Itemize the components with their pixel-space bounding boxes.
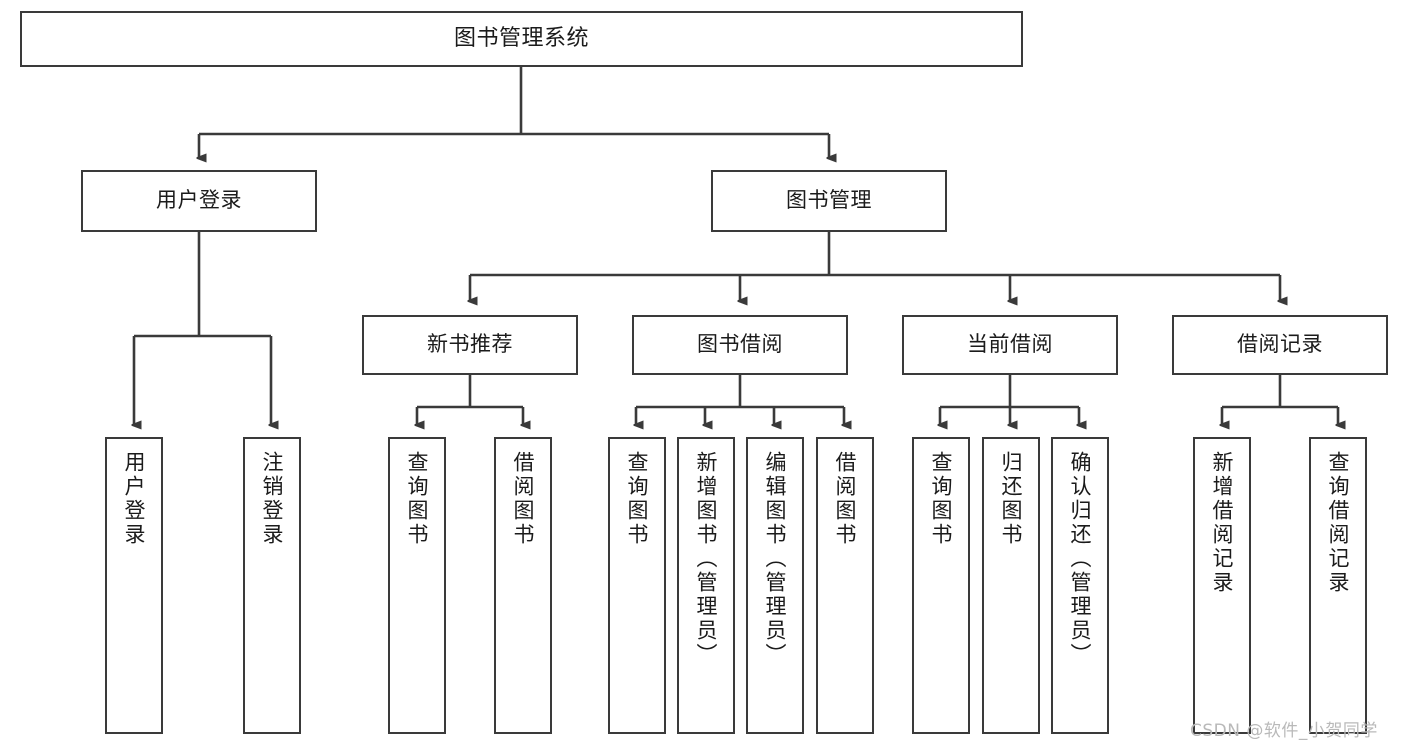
leaf-cb-query-book[interactable]: 查询图书 [912, 437, 970, 734]
node-user-login[interactable]: 用户登录 [81, 170, 317, 232]
leaf-br-query-record[interactable]: 查询借阅记录 [1309, 437, 1367, 734]
leaf-nb-borrow-book-label: 借阅图书 [511, 451, 535, 547]
leaf-bb-borrow-book-label: 借阅图书 [833, 451, 857, 547]
leaf-bb-edit-book-admin-label: 编辑图书（管理员） [763, 451, 787, 667]
leaf-cb-confirm-return-admin[interactable]: 确认归还（管理员） [1051, 437, 1109, 734]
node-current-borrow[interactable]: 当前借阅 [902, 315, 1118, 375]
leaf-bb-add-book-admin-label: 新增图书（管理员） [694, 451, 718, 667]
leaf-bb-edit-book-admin[interactable]: 编辑图书（管理员） [746, 437, 804, 734]
node-book-management-label: 图书管理 [786, 188, 872, 213]
leaf-bb-add-book-admin[interactable]: 新增图书（管理员） [677, 437, 735, 734]
leaf-user-login-label: 用户登录 [122, 451, 146, 547]
leaf-br-add-record[interactable]: 新增借阅记录 [1193, 437, 1251, 734]
leaf-bb-borrow-book[interactable]: 借阅图书 [816, 437, 874, 734]
leaf-user-login[interactable]: 用户登录 [105, 437, 163, 734]
leaf-bb-query-book-label: 查询图书 [625, 451, 649, 547]
leaf-nb-query-book[interactable]: 查询图书 [388, 437, 446, 734]
node-user-login-label: 用户登录 [156, 188, 242, 213]
leaf-cb-query-book-label: 查询图书 [929, 451, 953, 547]
leaf-bb-query-book[interactable]: 查询图书 [608, 437, 666, 734]
leaf-cb-confirm-return-admin-label: 确认归还（管理员） [1068, 451, 1092, 667]
leaf-br-query-record-label: 查询借阅记录 [1326, 451, 1350, 595]
leaf-nb-query-book-label: 查询图书 [405, 451, 429, 547]
node-borrow-record-label: 借阅记录 [1237, 332, 1323, 357]
node-book-management[interactable]: 图书管理 [711, 170, 947, 232]
leaf-cb-return-book[interactable]: 归还图书 [982, 437, 1040, 734]
node-new-book-recommend-label: 新书推荐 [427, 332, 513, 357]
node-current-borrow-label: 当前借阅 [967, 332, 1053, 357]
leaf-cb-return-book-label: 归还图书 [999, 451, 1023, 547]
node-new-book-recommend[interactable]: 新书推荐 [362, 315, 578, 375]
leaf-logout[interactable]: 注销登录 [243, 437, 301, 734]
node-root-label: 图书管理系统 [453, 25, 589, 51]
node-book-borrow[interactable]: 图书借阅 [632, 315, 848, 375]
leaf-nb-borrow-book[interactable]: 借阅图书 [494, 437, 552, 734]
csdn-watermark: CSDN @软件_小贺同学 [1190, 721, 1378, 741]
node-book-borrow-label: 图书借阅 [697, 332, 783, 357]
node-borrow-record[interactable]: 借阅记录 [1172, 315, 1388, 375]
leaf-br-add-record-label: 新增借阅记录 [1210, 451, 1234, 595]
node-root-system[interactable]: 图书管理系统 [20, 11, 1023, 67]
leaf-logout-label: 注销登录 [260, 451, 284, 547]
